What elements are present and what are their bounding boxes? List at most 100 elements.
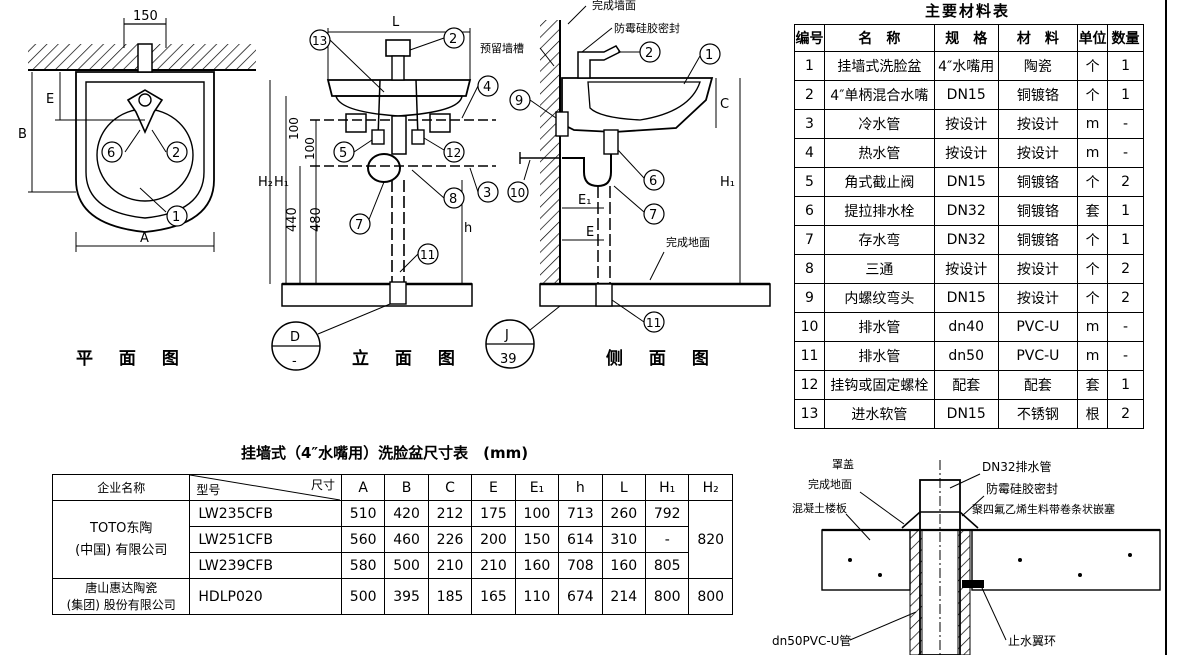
label-dn32: DN32排水管 [982,459,1052,474]
item-no: 1 [794,51,825,81]
value-cell: 226 [427,526,473,553]
model-cell: LW251CFB [189,526,342,553]
header-name: 名 称 [823,24,935,52]
company-toto: TOTO东陶 (中国) 有限公司 [51,500,191,579]
item-qty: 1 [1107,196,1144,226]
value-cell: 210 [427,552,473,579]
value-cell: 560 [340,526,386,553]
value-cell: 510 [340,500,386,527]
svg-text:12: 12 [446,146,461,160]
dim-h1-side: H₁ [720,175,735,190]
item-qty: 1 [1107,225,1144,255]
callout-8: 8 [411,169,465,209]
item-name: 4″单柄混合水嘴 [823,80,935,110]
item-unit: 个 [1077,167,1109,197]
item-spec: DN15 [933,80,999,110]
h2-merged-cell: 820 [688,500,733,579]
company-toto-line2: (中国) 有限公司 [75,542,168,558]
item-spec: dn40 [933,312,999,342]
item-material: 按设计 [997,283,1079,313]
value-cell: 420 [384,500,429,527]
callout-1: 1 [683,43,721,85]
item-unit: 个 [1077,225,1109,255]
materials-header-row: 编号 名 称 规 格 材 料 单位 数量 [794,24,1144,52]
dim-e: E [586,225,594,240]
item-no: 5 [794,167,825,197]
col-h1: H₁ [645,474,690,501]
value-cell: 210 [471,552,516,579]
col-a: A [340,474,386,501]
item-spec: DN15 [933,167,999,197]
item-material: 按设计 [997,109,1079,139]
item-qty: - [1107,109,1144,139]
value-cell: 800 [688,578,733,615]
item-material: 不锈钢 [997,399,1079,429]
dim-100-a: 100 [287,117,301,140]
item-unit: 套 [1077,196,1109,226]
value-cell: 395 [384,578,429,615]
item-material: 铜镀铬 [997,80,1079,110]
svg-text:13: 13 [312,34,327,48]
svg-text:2: 2 [449,32,457,47]
item-name: 内螺纹弯头 [823,283,935,313]
item-name: 提拉排水栓 [823,196,935,226]
item-qty: 2 [1107,283,1144,313]
dim-h2: H₂ [258,175,273,190]
dim-c: C [720,97,729,112]
svg-text:8: 8 [449,192,457,207]
label-floor: 完成地面 [666,235,710,249]
value-cell: 185 [427,578,473,615]
item-qty: 1 [1107,80,1144,110]
label-sealant-detail: 防霉硅胶密封 [986,481,1058,496]
value-cell: 614 [558,526,603,553]
svg-text:11: 11 [646,316,661,330]
dim-100-b: 100 [303,137,317,160]
item-name: 三通 [823,254,935,284]
callout-10: 10 [507,159,531,203]
basin-side [561,77,714,133]
value-cell: 805 [645,552,690,579]
value-cell: 500 [340,578,386,615]
svg-text:J: J [504,328,509,343]
col-b: B [384,474,429,501]
basin-elevation [326,79,472,97]
item-no: 12 [794,370,825,400]
label-cover: 罩盖 [832,457,854,471]
label-sealant: 防霉硅胶密封 [614,21,680,35]
value-cell: 214 [601,578,647,615]
svg-text:7: 7 [355,218,363,233]
item-name: 冷水管 [823,109,935,139]
label-slot: 预留墙槽 [480,41,524,55]
plan-view-title: 平 面 图 [76,349,189,369]
callout-7: 7 [349,181,385,235]
dimension-table: 企业名称 型号 尺寸 A B C E E₁ h L H₁ H₂ TOTO东陶 (… [51,474,733,615]
item-unit: m [1077,109,1109,139]
value-cell: 160 [601,552,647,579]
item-qty: 2 [1107,399,1144,429]
faucet-top [126,89,164,134]
value-cell: 160 [514,552,560,579]
item-spec: DN15 [933,399,999,429]
col-l: L [601,474,647,501]
value-cell: 310 [601,526,647,553]
header-qty: 数量 [1107,24,1144,52]
header-unit: 单位 [1077,24,1109,52]
item-qty: 2 [1107,254,1144,284]
item-qty: 1 [1107,51,1144,81]
col-e: E [471,474,516,501]
item-material: 按设计 [997,138,1079,168]
value-cell: 110 [514,578,560,615]
svg-text:4: 4 [483,80,491,95]
dim-a: A [140,231,149,246]
basin-outline [75,71,215,233]
floor-slab [281,283,473,307]
callout-6: 6 [101,129,141,163]
svg-text:11: 11 [420,248,435,262]
label-ring: 止水翼环 [1008,634,1056,648]
item-no: 7 [794,225,825,255]
